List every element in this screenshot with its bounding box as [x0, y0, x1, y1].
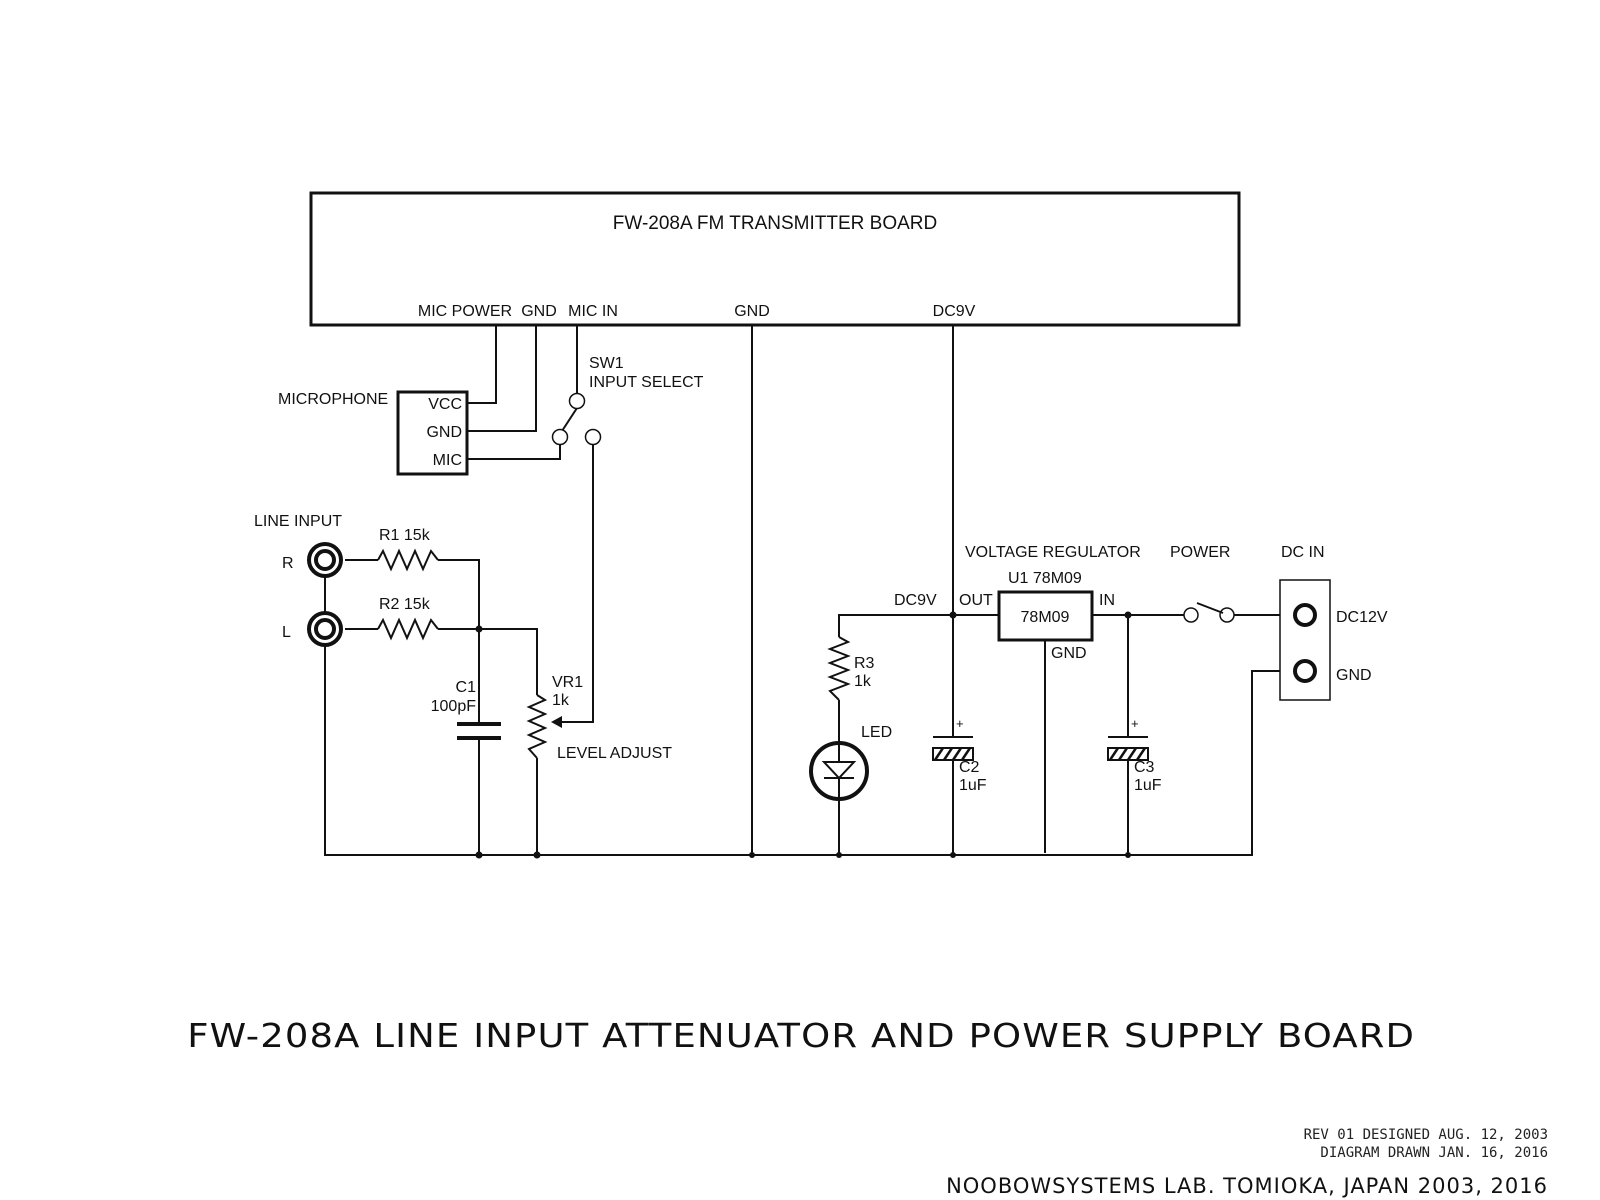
r3-ref: R3 [854, 655, 875, 672]
potentiometer-vr1: VR1 1k LEVEL ADJUST [526, 674, 672, 762]
c2-value: 1uF [959, 777, 987, 794]
regulator-heading: VOLTAGE REGULATOR [965, 544, 1141, 561]
pin-gnd-2: GND [734, 303, 770, 320]
junction-dot [749, 852, 755, 858]
dc-in-label: DC IN [1281, 544, 1325, 561]
vr1-ref: VR1 [552, 674, 583, 691]
junction-dot [836, 852, 842, 858]
microphone-label: MICROPHONE [278, 391, 388, 408]
capacitor-c1: C1 100pF [431, 679, 501, 740]
led: LED [809, 724, 892, 801]
pin-dc9v: DC9V [933, 303, 976, 320]
line-input: LINE INPUT R L [254, 513, 343, 647]
sw1-input-select: SW1 INPUT SELECT [551, 355, 704, 446]
jack-r-label: R [282, 555, 294, 572]
mic-gnd-label: GND [426, 424, 462, 441]
mic-vcc-label: VCC [428, 396, 462, 413]
c3-value: 1uF [1134, 777, 1162, 794]
c3-ref: C3 [1134, 759, 1155, 776]
c2-plus: + [956, 716, 964, 731]
pin-mic-power: MIC POWER [418, 303, 512, 320]
diagram-title: FW-208A LINE INPUT ATTENUATOR AND POWER … [187, 1016, 1416, 1055]
revision-info: REV 01 DESIGNED AUG. 12, 2003 DIAGRAM DR… [1304, 1126, 1548, 1162]
sw1-desc: INPUT SELECT [589, 374, 704, 391]
c3-plus: + [1131, 716, 1139, 731]
board-title: FW-208A FM TRANSMITTER BOARD [613, 213, 937, 234]
switch-terminal [551, 428, 569, 446]
mic-mic-label: MIC [433, 452, 462, 469]
c1-ref: C1 [456, 679, 477, 696]
pin-gnd: GND [521, 303, 557, 320]
lab-credit: NOOBOWSYSTEMS LAB. TOMIOKA, JAPAN 2003, … [946, 1174, 1548, 1198]
junction-dot [1125, 852, 1131, 858]
led-label: LED [861, 724, 892, 741]
vr1-value: 1k [552, 692, 570, 709]
regulator-body: 78M09 [1021, 609, 1070, 626]
jack-l-label: L [282, 624, 291, 641]
rev-designed: REV 01 DESIGNED AUG. 12, 2003 [1303, 1127, 1548, 1143]
switch-terminal [584, 428, 602, 446]
resistor-r3: R3 1k [827, 636, 875, 701]
dc-in-connector: DC IN DC12V GND [1279, 544, 1388, 701]
voltage-regulator: VOLTAGE REGULATOR U1 78M09 78M09 OUT IN … [959, 544, 1141, 662]
c2-ref: C2 [959, 759, 980, 776]
regulator-gnd: GND [1051, 645, 1087, 662]
r3-value: 1k [854, 673, 872, 690]
c1-value: 100pF [431, 698, 477, 715]
junctions [475, 611, 1132, 859]
capacitor-c3: + C3 1uF [1107, 716, 1162, 794]
resistor-r2: R2 15k [377, 596, 439, 641]
transmitter-board: FW-208A FM TRANSMITTER BOARD MIC POWER G… [309, 191, 1241, 327]
junction-dot [1124, 611, 1132, 619]
junction-dot [475, 851, 483, 859]
regulator-ref: U1 78M09 [1008, 570, 1082, 587]
wires [324, 325, 1292, 856]
junction-dot [475, 625, 483, 633]
regulator-out: OUT [959, 592, 993, 609]
dc-in-gnd-label: GND [1336, 667, 1372, 684]
resistor-r1: R1 15k [377, 527, 439, 572]
junction-dot [949, 611, 957, 619]
sw1-ref: SW1 [589, 355, 624, 372]
power-switch: POWER [1170, 544, 1235, 623]
dc9v-net-label: DC9V [894, 592, 937, 609]
junction-dot [950, 852, 956, 858]
rev-drawn: DIAGRAM DRAWN JAN. 16, 2016 [1320, 1145, 1548, 1161]
power-switch-label: POWER [1170, 544, 1230, 561]
r1-label: R1 15k [379, 527, 431, 544]
pin-mic-in: MIC IN [568, 303, 618, 320]
line-input-label: LINE INPUT [254, 513, 342, 530]
capacitor-c2: + C2 1uF [932, 716, 987, 794]
dc12v-label: DC12V [1336, 609, 1388, 626]
regulator-in: IN [1099, 592, 1115, 609]
microphone: MICROPHONE VCC GND MIC [278, 390, 469, 476]
r2-label: R2 15k [379, 596, 431, 613]
junction-dot [533, 851, 541, 859]
switch-terminal [568, 392, 586, 410]
vr1-desc: LEVEL ADJUST [557, 745, 672, 762]
